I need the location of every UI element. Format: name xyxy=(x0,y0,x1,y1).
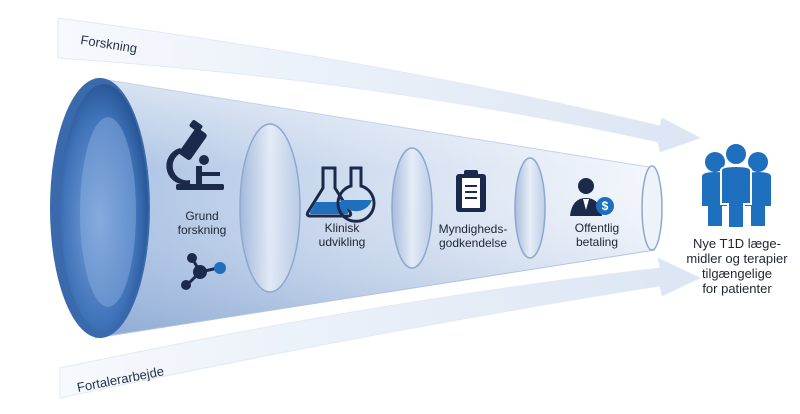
people-group-icon xyxy=(702,142,771,229)
outcome-label: Nye T1D læge- midler og terapier tilgæng… xyxy=(686,236,788,296)
funnel-mouth xyxy=(50,78,150,338)
funnel-ring-4 xyxy=(514,157,546,259)
stage-label-offentlig-betaling: Offentlig betaling xyxy=(574,221,620,249)
clipboard-icon xyxy=(456,170,486,212)
microscope-icon xyxy=(166,120,224,190)
top-arrow xyxy=(57,17,702,153)
funnel-ring-5 xyxy=(641,165,663,251)
molecule-icon xyxy=(181,253,226,290)
stage-label-klinisk-udvikling: Klinisk udvikling xyxy=(318,221,366,249)
funnel-ring-2 xyxy=(239,123,301,293)
svg-text:$: $ xyxy=(602,199,609,213)
person-dollar-icon: $ xyxy=(570,178,614,216)
stage-label-myndighedsgodkendelse: Myndigheds- godkendelse xyxy=(438,222,508,250)
funnel-ring-3 xyxy=(391,147,433,269)
flask-icon xyxy=(305,166,376,223)
bottom-arrow xyxy=(59,257,702,399)
stage-label-grundforskning: Grund forskning xyxy=(177,209,227,237)
